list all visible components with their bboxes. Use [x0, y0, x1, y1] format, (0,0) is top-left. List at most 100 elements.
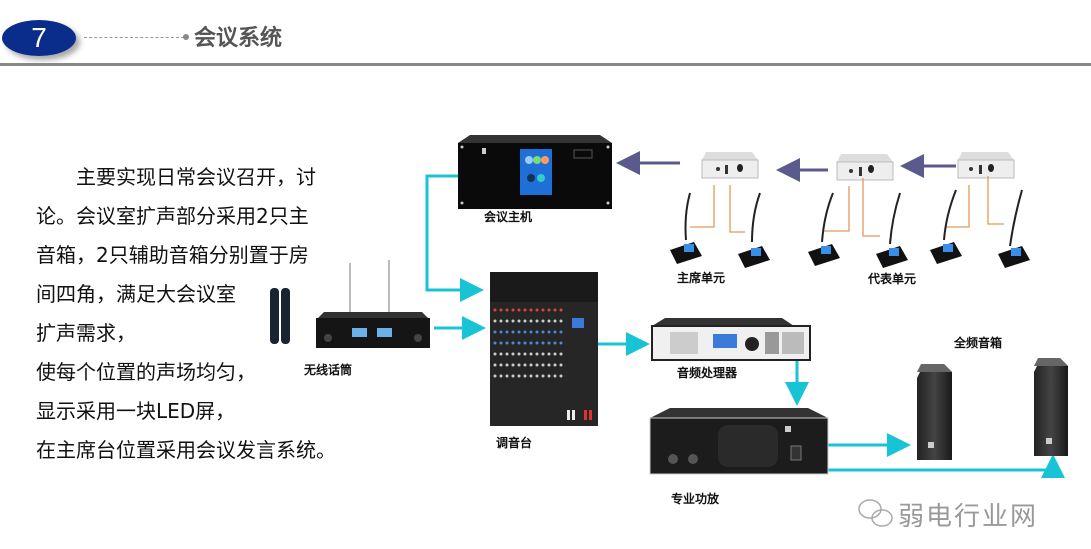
- mixer-knob: [547, 352, 551, 356]
- mixer-knob: [523, 330, 527, 334]
- mixer-knob: [523, 352, 527, 356]
- mixer-knob: [505, 308, 509, 312]
- mixer-knob: [511, 341, 515, 345]
- mixer-knob: [529, 352, 533, 356]
- mixer-knob: [517, 308, 521, 312]
- mixer-knob: [511, 308, 515, 312]
- mic-unit-delegate-2: [876, 192, 908, 268]
- mixer-knob: [559, 374, 563, 378]
- mixer-knob: [541, 319, 545, 323]
- mixer-knob: [517, 363, 521, 367]
- mixer-knob: [499, 352, 503, 356]
- wireless-mic-device: [270, 260, 430, 348]
- mixer-knob: [559, 352, 563, 356]
- mic-units: [670, 189, 1030, 268]
- mixer-knob: [499, 374, 503, 378]
- mixer-knob: [541, 308, 545, 312]
- signal-lines: [425, 174, 1065, 478]
- mixer-knob: [517, 374, 521, 378]
- mixer-knob: [499, 319, 503, 323]
- mixer-knob: [511, 319, 515, 323]
- mixer-knob: [535, 330, 539, 334]
- mixer-knob: [517, 330, 521, 334]
- description-line: 论。会议室扩声部分采用2只主: [36, 204, 309, 228]
- header-dot: [183, 34, 189, 40]
- label-chairman-unit: 主席单元: [677, 271, 726, 285]
- control-arrows: [616, 151, 956, 182]
- extension-box-2: [836, 154, 894, 181]
- page-title: 会议系统: [194, 26, 283, 51]
- label-audio-processor: 音频处理器: [677, 366, 738, 380]
- label-power-amp: 专业功放: [671, 492, 720, 506]
- mixer-knob: [553, 352, 557, 356]
- mixer-knob: [511, 352, 515, 356]
- mixer-knob: [529, 308, 533, 312]
- mixer-knob: [553, 319, 557, 323]
- amp-to-speaker2-line: [826, 454, 1065, 478]
- mixer-knob: [505, 341, 509, 345]
- mic-unit-delegate-4: [998, 189, 1030, 268]
- mixer-knob: [541, 341, 545, 345]
- mixer-knob: [505, 330, 509, 334]
- mixer-knob: [499, 330, 503, 334]
- mixer-knob: [541, 330, 545, 334]
- section-number-badge: 7: [2, 20, 76, 56]
- mixer-knob: [493, 363, 497, 367]
- header-dotted-divider: [84, 37, 184, 38]
- description-line: 音箱，2只辅助音箱分别置于房: [36, 243, 309, 267]
- mixer-knob: [553, 341, 557, 345]
- mic-unit-delegate-1: [808, 192, 840, 266]
- audio-processor-device: [651, 318, 811, 361]
- mixer-knob: [541, 352, 545, 356]
- mixer-knob: [529, 341, 533, 345]
- mixer-knob: [547, 363, 551, 367]
- mixer-knob: [559, 341, 563, 345]
- description-text: 主要实现日常会议召开，讨 论。会议室扩声部分采用2只主 音箱，2只辅助音箱分别置…: [36, 158, 366, 470]
- watermark-text: 弱电行业网: [898, 502, 1039, 532]
- mixer-knob: [559, 330, 563, 334]
- mic-unit-delegate-3: [930, 189, 962, 264]
- mixer-knob: [523, 363, 527, 367]
- mixer-knob: [505, 363, 509, 367]
- mixer-knob: [529, 374, 533, 378]
- mixer-knob: [499, 341, 503, 345]
- mixer-knob: [547, 319, 551, 323]
- speaker-right: [1034, 358, 1068, 456]
- mixer-knob: [535, 308, 539, 312]
- description-line: 显示采用一块LED屏，: [36, 399, 236, 423]
- mixer-knob: [517, 352, 521, 356]
- mixer-knob: [493, 330, 497, 334]
- mixer-knob: [529, 330, 533, 334]
- mixer-knob: [493, 341, 497, 345]
- mixer-knob: [547, 308, 551, 312]
- header-rule: [0, 63, 1091, 66]
- description-line: 在主席台位置采用会议发言系统。: [36, 438, 336, 462]
- description-line: 使每个位置的声场均匀，: [36, 360, 256, 384]
- extension-box-1: [701, 152, 759, 179]
- mixer-knob: [541, 374, 545, 378]
- mixer-knob: [511, 363, 515, 367]
- label-mixer: 调音台: [496, 436, 533, 450]
- mixer-knob: [559, 319, 563, 323]
- mixer-knob: [493, 308, 497, 312]
- mixer-knob: [511, 374, 515, 378]
- speaker-left: [917, 364, 952, 460]
- mixer-knob: [499, 363, 503, 367]
- mixer-knob: [553, 308, 557, 312]
- unit-wires: [690, 176, 1004, 237]
- description-line: 扩声需求，: [36, 321, 136, 345]
- mixer-knob: [535, 341, 539, 345]
- host-to-mixer-line: [425, 174, 484, 302]
- wechat-icon: [858, 499, 893, 527]
- mixer-knob: [529, 319, 533, 323]
- mixer-knob: [493, 352, 497, 356]
- description-line: 主要实现日常会议召开，讨: [36, 165, 316, 189]
- mixer-knob: [535, 352, 539, 356]
- mixer-device: [490, 272, 598, 426]
- mixer-knob: [553, 330, 557, 334]
- label-wireless-mic: 无线话筒: [304, 363, 353, 377]
- mixer-knob: [499, 308, 503, 312]
- mixer-knob: [523, 374, 527, 378]
- mixer-knob: [505, 319, 509, 323]
